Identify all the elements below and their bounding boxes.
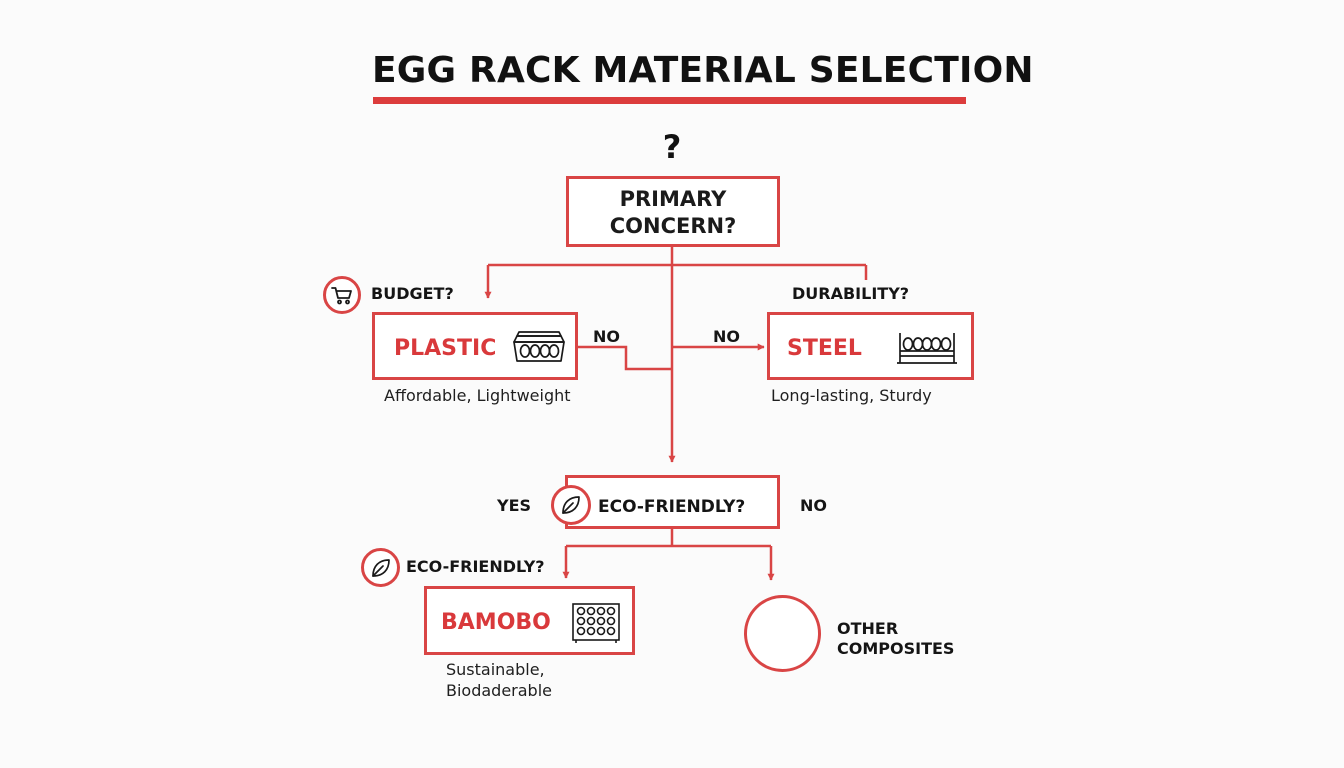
eco-friendly-question: ECO-FRIENDLY?	[406, 557, 545, 576]
other-composites-circle	[744, 595, 821, 672]
primary-concern-box: PRIMARY CONCERN?	[566, 176, 780, 247]
question-mark: ?	[662, 128, 682, 166]
bamboo-label: BAMOBO	[441, 610, 551, 635]
no-label-eco: NO	[800, 496, 827, 515]
connector-plastic-no	[578, 345, 672, 371]
steel-box: STEEL	[767, 312, 974, 380]
steel-description: Long-lasting, Sturdy	[771, 386, 932, 405]
leaf-icon	[551, 485, 591, 525]
no-label-steel: NO	[713, 327, 740, 346]
steel-label: STEEL	[787, 336, 862, 361]
plastic-description: Affordable, Lightweight	[384, 386, 571, 405]
bamboo-description-line1: Sustainable,	[446, 660, 545, 679]
no-label-plastic: NO	[593, 327, 620, 346]
eco-friendly-label: ECO-FRIENDLY?	[598, 497, 746, 517]
yes-label: YES	[497, 496, 532, 515]
durability-question: DURABILITY?	[792, 284, 910, 303]
bamboo-description-line2: Biodaderable	[446, 681, 552, 700]
eco-friendly-box: ECO-FRIENDLY?	[565, 475, 780, 529]
egg-carton-icon	[513, 331, 565, 362]
plastic-box: PLASTIC	[372, 312, 578, 380]
plastic-label: PLASTIC	[394, 336, 497, 361]
other-composites-line2: COMPOSITES	[837, 639, 955, 658]
egg-grid-tray-icon	[572, 603, 620, 643]
shopping-cart-icon	[323, 276, 361, 314]
primary-concern-label: PRIMARY CONCERN?	[609, 186, 737, 238]
page-title: EGG RACK MATERIAL SELECTION	[372, 50, 1034, 91]
egg-rack-icon	[897, 333, 957, 364]
leaf-icon	[361, 548, 400, 587]
title-underline	[373, 97, 966, 104]
bamboo-box: BAMOBO	[424, 586, 635, 655]
budget-question: BUDGET?	[371, 284, 454, 303]
other-composites-line1: OTHER	[837, 619, 899, 638]
